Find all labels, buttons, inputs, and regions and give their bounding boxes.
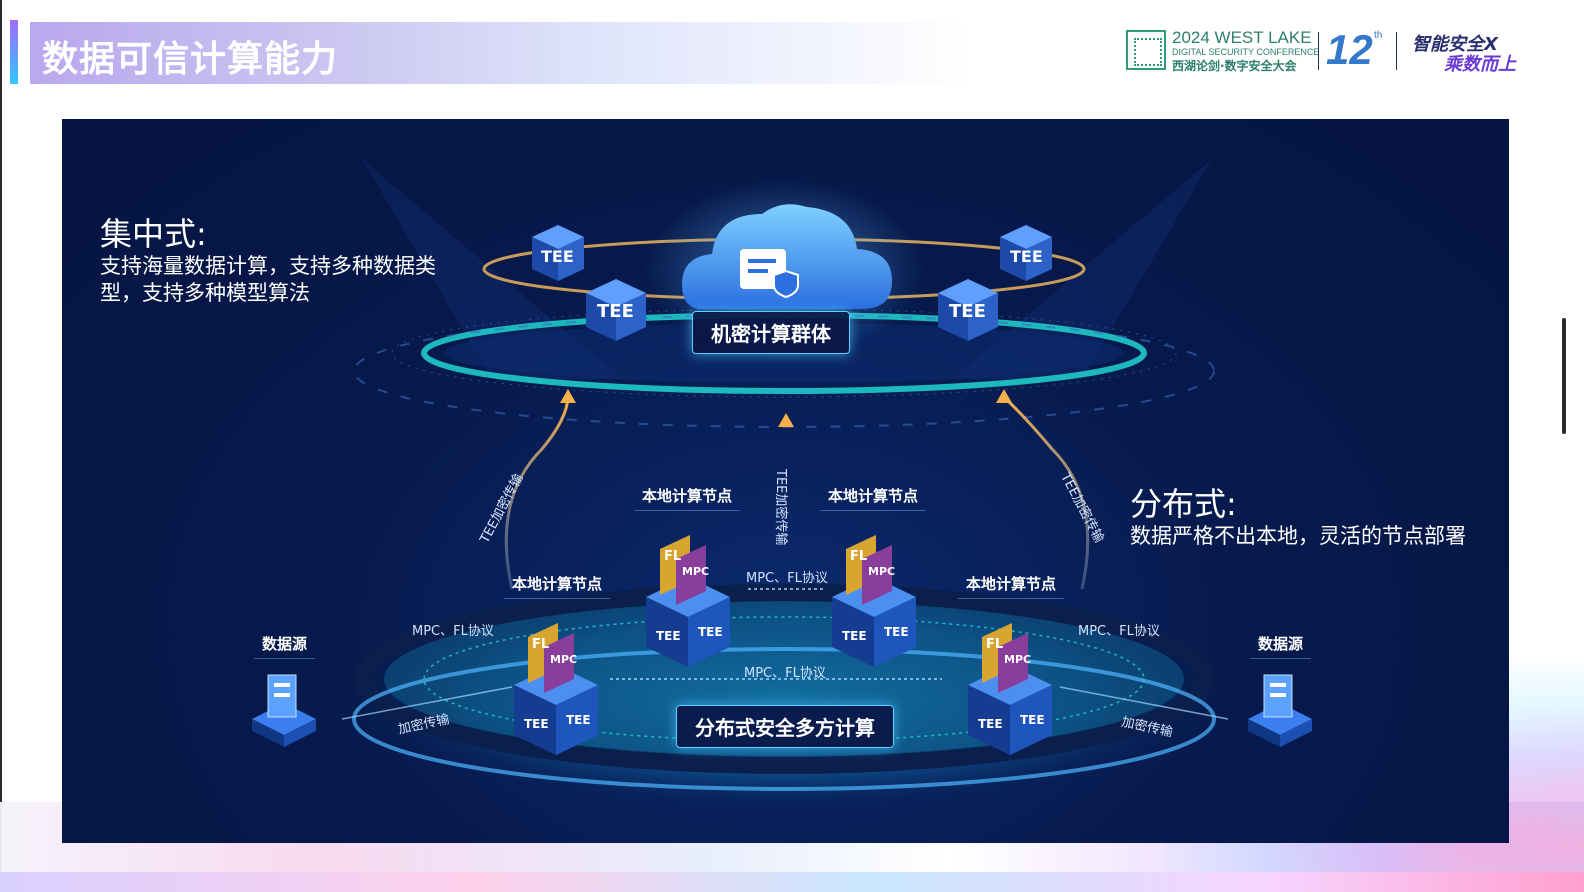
tee-label: TEE: [949, 301, 986, 322]
seal-logo-icon: [1126, 30, 1166, 70]
compute-node-bottom-left: [514, 623, 598, 755]
local-node-label: 本地计算节点: [958, 569, 1065, 599]
cloud-icon: [682, 204, 892, 309]
local-node-label: 本地计算节点: [504, 569, 611, 599]
distributed-text: 分布式: 数据严格不出本地，灵活的节点部署: [1130, 485, 1466, 550]
tee-label: TEE: [656, 629, 681, 643]
protocol-label: MPC、FL协议: [412, 624, 494, 639]
transfer-link-left: [341, 686, 513, 720]
data-source-server-right: [1248, 674, 1312, 747]
tee-label: TEE: [1010, 247, 1043, 266]
tee-label: TEE: [566, 713, 591, 727]
logo-edition: 12: [1326, 26, 1373, 73]
cluster-title: 机密计算群体: [692, 311, 850, 354]
mpc-label: MPC: [550, 653, 578, 666]
arrow-head-right: [996, 389, 1012, 403]
bottom-glow-ring: [352, 647, 1216, 791]
logo-line3: 西湖论剑·数字安全大会: [1172, 59, 1297, 73]
centralized-desc-line2: 型，支持多种模型算法: [100, 281, 310, 305]
tee-cube-top-left-1: [532, 225, 584, 281]
mpc-platform-title: 分布式安全多方计算: [676, 705, 894, 748]
compute-node-top-right: [832, 535, 916, 667]
logo-edition-sup: th: [1374, 30, 1383, 41]
title-accent-bar: [10, 20, 18, 84]
mpc-label: MPC: [868, 565, 896, 578]
data-source-label: 数据源: [254, 629, 316, 659]
scrollbar[interactable]: [1562, 318, 1566, 434]
fl-label: FL: [986, 637, 1004, 652]
bottom-stripe: [0, 872, 1584, 892]
outer-dotted-ring: [391, 308, 1177, 398]
local-node-label: 本地计算节点: [634, 481, 741, 511]
centralized-text: 集中式: 支持海量数据计算，支持多种数据类 型，支持多种模型算法: [100, 215, 436, 307]
fl-label: FL: [850, 549, 868, 564]
compute-node-top-left: [646, 535, 730, 667]
data-source-label: 数据源: [1250, 629, 1312, 659]
tee-label: TEE: [842, 629, 867, 643]
tee-transfer-label: TEE加密传输: [773, 469, 788, 546]
tee-arrow-left: [504, 396, 570, 590]
page-title: 数据可信计算能力: [42, 39, 339, 80]
bottom-platform-rim: [355, 584, 1213, 774]
data-source-server-left: [252, 674, 316, 747]
logo-slogan-1: 智能安全X: [1412, 34, 1498, 55]
distributed-heading: 分布式:: [1130, 485, 1237, 523]
protocol-label: MPC、FL协议: [1078, 624, 1160, 639]
diagram-graphics: [252, 159, 1312, 809]
title-band: [30, 22, 970, 84]
tee-label: TEE: [541, 247, 574, 266]
protocol-label: MPC、FL协议: [746, 571, 828, 586]
tee-label: TEE: [698, 625, 723, 639]
tee-label: TEE: [884, 625, 909, 639]
tee-label: TEE: [978, 717, 1003, 731]
arrow-head-left: [560, 389, 576, 403]
centralized-desc-line1: 支持海量数据计算，支持多种数据类: [100, 254, 436, 278]
tee-label: TEE: [524, 717, 549, 731]
centralized-heading: 集中式:: [100, 215, 207, 253]
trusted-computing-diagram: TEE TEE TEE TEE FL MPC TEE TEE FL MPC TE…: [62, 119, 1509, 843]
fl-label: FL: [532, 637, 550, 652]
tee-cube-top-right-1: [1000, 225, 1052, 281]
local-node-label: 本地计算节点: [820, 481, 927, 511]
mpc-label: MPC: [682, 565, 710, 578]
logo-divider: [1318, 32, 1319, 70]
transfer-link-right: [1059, 686, 1229, 720]
arrow-head-center: [778, 413, 794, 427]
tee-cube-top-left-2: [586, 279, 646, 341]
tee-label: TEE: [597, 301, 634, 322]
mpc-label: MPC: [1004, 653, 1032, 666]
logo-line2: DIGITAL SECURITY CONFERENCE: [1172, 47, 1320, 57]
distributed-desc: 数据严格不出本地，灵活的节点部署: [1130, 524, 1466, 548]
tee-cube-top-right-2: [938, 279, 998, 341]
logo-slogan-2: 乘数而上: [1444, 54, 1516, 75]
tee-label: TEE: [1020, 713, 1045, 727]
protocol-label: MPC、FL协议: [744, 666, 826, 681]
conference-logo: 2024 WEST LAKE DIGITAL SECURITY CONFEREN…: [1126, 26, 1546, 76]
logo-divider-2: [1396, 32, 1397, 70]
tee-arrow-right: [1002, 395, 1090, 590]
logo-line1: 2024 WEST LAKE: [1172, 28, 1312, 47]
page-left-border: [0, 0, 2, 892]
shield-icon: [773, 269, 799, 299]
fl-label: FL: [664, 549, 682, 564]
compute-node-bottom-right: [968, 623, 1052, 755]
